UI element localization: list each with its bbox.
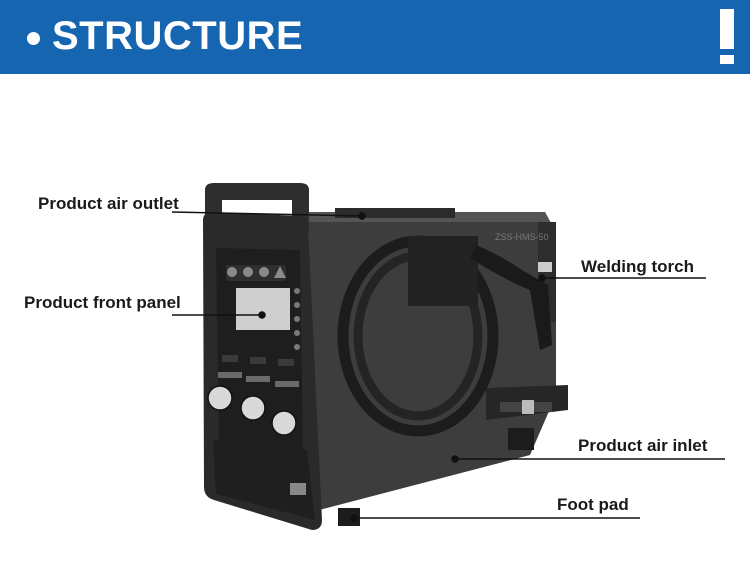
machine-side-body [300,212,556,515]
power-indicator-icon [243,267,253,277]
knob-label [275,381,299,387]
panel-button [294,316,300,322]
callout-air-inlet: Product air inlet [578,436,708,455]
warning-indicator-icon [227,267,237,277]
callout-foot-pad: Foot pad [557,495,629,514]
segment-display [250,357,266,364]
carry-handle [205,183,309,232]
panel-button [294,330,300,336]
panel-button [294,344,300,350]
knob-label [246,376,270,382]
alert-triangle-icon [274,266,286,278]
lower-panel [213,440,315,520]
torch-tip [538,262,552,272]
panel-button [294,302,300,308]
segment-display [278,359,294,366]
segment-display [222,355,238,362]
panel-button [294,288,300,294]
header-banner: STRUCTURE [0,0,750,74]
display-screen [236,288,290,330]
control-knob [207,385,233,411]
power-socket [290,483,306,495]
control-knob [271,410,297,436]
callout-welding-torch: Welding torch [581,257,695,276]
callout-air-outlet: Product air outlet [38,194,179,213]
cable-hanger [408,236,478,306]
leader-lines [171,211,725,522]
fault-indicator-icon [259,267,269,277]
page-title: STRUCTURE [52,14,304,58]
air-inlet-connector [522,400,534,414]
foot-pad [508,428,534,450]
callout-front-panel: Product front panel [24,293,181,312]
air-outlet-vent [335,208,455,218]
welding-torch [470,245,552,350]
model-text: ZSS-HMS-50 [495,232,549,242]
exclamation-icon [720,9,734,64]
control-knob [240,395,266,421]
knob-label [218,372,242,378]
indicator-strip [226,265,286,281]
bullet-dot-icon [27,32,40,45]
